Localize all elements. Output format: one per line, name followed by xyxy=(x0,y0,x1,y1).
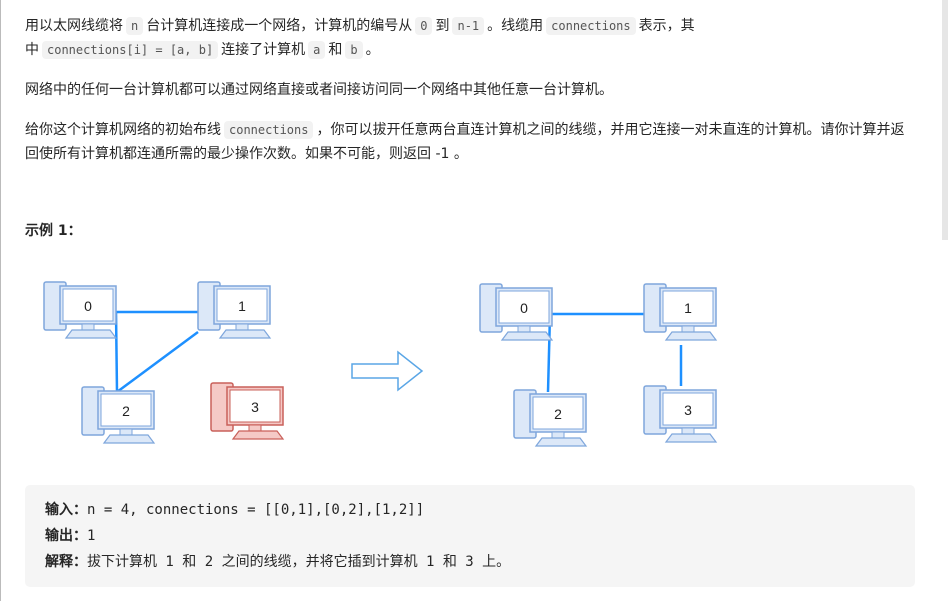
explanation-label: 解释： xyxy=(45,554,87,570)
computer-3-before: 3 xyxy=(210,382,285,440)
example-block: 输入：n = 4, connections = [[0,1],[0,2],[1,… xyxy=(25,485,915,587)
input-label: 输入： xyxy=(45,502,87,518)
cable-0-2 xyxy=(114,311,119,393)
network-diagram: 0 1 2 3 0 1 2 3 xyxy=(43,281,718,447)
explanation-text: 拔下计算机 1 和 2 之间的线缆，并将它插到计算机 1 和 3 上。 xyxy=(87,554,511,570)
computer-label: 1 xyxy=(238,298,246,314)
computer-label: 0 xyxy=(84,298,92,314)
problem-paragraph-2: 网络中的任何一台计算机都可以通过网络直接或者间接访问同一个网络中其他任意一台计算… xyxy=(25,82,613,98)
computer-label: 1 xyxy=(684,300,692,316)
computer-label: 3 xyxy=(251,399,259,415)
output-label: 输出： xyxy=(45,528,87,544)
cable-1-2 xyxy=(116,330,199,394)
arrow-right-icon xyxy=(351,350,424,392)
computer-label: 2 xyxy=(554,406,562,422)
output-value: 1 xyxy=(87,528,96,544)
cable-0-2-after xyxy=(546,313,552,393)
computer-label: 3 xyxy=(684,402,692,418)
left-border xyxy=(0,0,1,601)
input-value: n = 4, connections = [[0,1],[0,2],[1,2]] xyxy=(87,502,425,518)
example-heading: 示例 1： xyxy=(25,223,82,239)
computer-2-before: 2 xyxy=(81,386,156,444)
computer-2-after: 2 xyxy=(513,389,588,447)
computer-label: 2 xyxy=(122,403,130,419)
computer-0-after: 0 xyxy=(479,283,554,341)
computer-3-after: 3 xyxy=(643,385,718,443)
computer-0-before: 0 xyxy=(43,281,118,339)
computer-label: 0 xyxy=(520,300,528,316)
computer-1-after: 1 xyxy=(643,283,718,341)
computer-1-before: 1 xyxy=(197,281,272,339)
scrollbar[interactable] xyxy=(942,0,948,240)
